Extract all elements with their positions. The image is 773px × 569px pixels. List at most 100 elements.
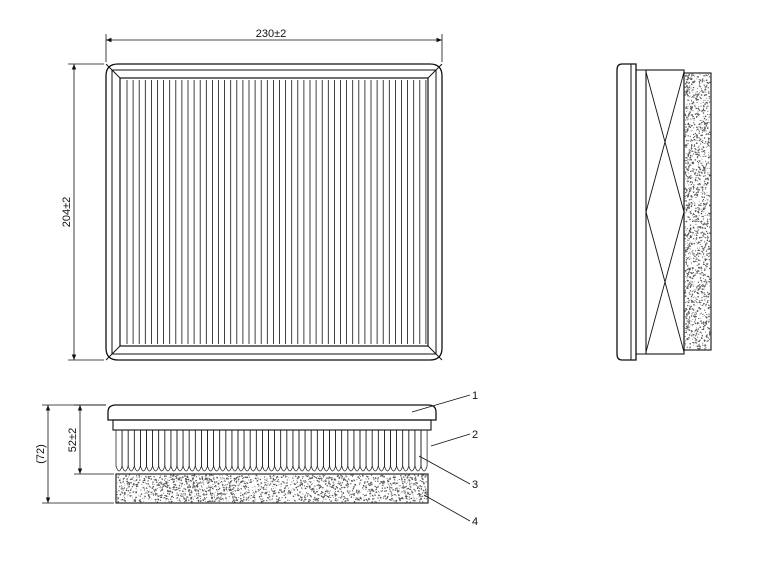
foam-dot	[703, 180, 706, 183]
foam-dot	[695, 238, 698, 240]
foam-dot	[417, 486, 419, 488]
foam-dot	[699, 179, 701, 180]
foam-dot	[687, 301, 690, 304]
foam-dot	[414, 500, 416, 502]
foam-dot	[321, 492, 323, 494]
foam-dot	[699, 285, 701, 287]
foam-dot	[185, 500, 186, 502]
foam-dot	[323, 495, 325, 497]
foam-dot	[686, 106, 688, 108]
foam-dot	[134, 484, 135, 486]
foam-dot	[701, 222, 703, 224]
pleat-fold	[396, 430, 404, 472]
foam-dot	[210, 494, 212, 496]
foam-dot	[275, 479, 276, 481]
pleat-fold	[213, 430, 221, 472]
foam-dot	[684, 145, 686, 147]
foam-dot	[401, 486, 403, 489]
foam-dot	[697, 160, 699, 161]
foam-dot	[304, 481, 306, 483]
foam-dot	[688, 319, 691, 321]
foam-dot	[304, 497, 306, 499]
foam-dot	[402, 498, 404, 500]
foam-dot	[218, 486, 220, 487]
foam-dot	[689, 218, 691, 221]
pleat-fold	[182, 430, 190, 472]
foam-dot	[272, 495, 274, 497]
foam-dot	[696, 291, 698, 294]
foam-dot	[698, 132, 700, 134]
foam-dot	[127, 476, 129, 478]
foam-dot	[377, 485, 379, 487]
foam-dot	[693, 344, 694, 346]
foam-dot	[119, 493, 122, 496]
foam-dot	[363, 497, 365, 499]
foam-dot	[391, 484, 393, 486]
foam-dot	[696, 111, 698, 113]
foam-dot	[176, 488, 178, 491]
foam-dot	[206, 477, 208, 480]
foam-dot	[244, 486, 246, 488]
foam-dot	[129, 478, 132, 481]
foam-dot	[709, 113, 711, 116]
foam-dot	[359, 479, 362, 481]
foam-dot	[703, 207, 706, 209]
foam-dot	[258, 495, 261, 498]
foam-dot	[231, 485, 233, 487]
foam-dot	[293, 483, 296, 485]
foam-dot	[424, 486, 426, 488]
foam-dot	[248, 474, 250, 476]
foam-dot	[222, 486, 224, 488]
foam-dot	[684, 159, 686, 162]
foam-dot	[413, 474, 415, 476]
foam-dot	[706, 202, 708, 204]
foam-dot	[398, 490, 400, 492]
foam-dot	[313, 489, 315, 491]
foam-dot	[381, 485, 383, 487]
foam-dot	[347, 487, 348, 489]
foam-dot	[252, 496, 255, 499]
foam-dot	[691, 281, 693, 283]
foam-dot	[260, 493, 262, 496]
foam-dot	[268, 499, 270, 501]
foam-dot	[143, 500, 145, 502]
foam-dot	[397, 492, 399, 494]
foam-dot	[256, 480, 259, 482]
foam-dot	[272, 492, 275, 495]
foam-dot	[706, 194, 707, 196]
foam-dot	[687, 228, 689, 230]
foam-dot	[685, 287, 687, 289]
foam-dot	[397, 488, 399, 490]
foam-dot	[300, 479, 302, 481]
foam-dot	[705, 213, 707, 214]
foam-dot	[695, 99, 698, 101]
foam-dot	[699, 226, 701, 228]
foam-dot	[701, 237, 703, 238]
foam-dot	[377, 478, 379, 480]
foam-dot	[690, 295, 693, 298]
foam-dot	[218, 479, 220, 481]
foam-dot	[690, 118, 691, 120]
foam-dot	[123, 495, 125, 497]
foam-dot	[697, 330, 699, 332]
foam-dot	[702, 254, 704, 256]
foam-dot	[696, 186, 699, 189]
foam-dot	[691, 83, 693, 85]
foam-dot	[702, 129, 705, 131]
foam-dot	[702, 274, 705, 277]
foam-dot	[704, 152, 706, 154]
foam-dot	[691, 191, 693, 193]
foam-dot	[202, 499, 203, 501]
foam-dot	[314, 499, 317, 501]
foam-dot	[317, 475, 319, 477]
foam-dot	[708, 278, 711, 281]
foam-dot	[684, 114, 687, 117]
foam-dot	[164, 482, 167, 485]
foam-dot	[700, 212, 703, 215]
foam-dot	[691, 118, 693, 119]
foam-dot	[292, 477, 294, 479]
foam-dot	[709, 174, 711, 177]
foam-dot	[705, 87, 707, 89]
foam-dot	[383, 481, 385, 482]
foam-dot	[696, 330, 699, 332]
